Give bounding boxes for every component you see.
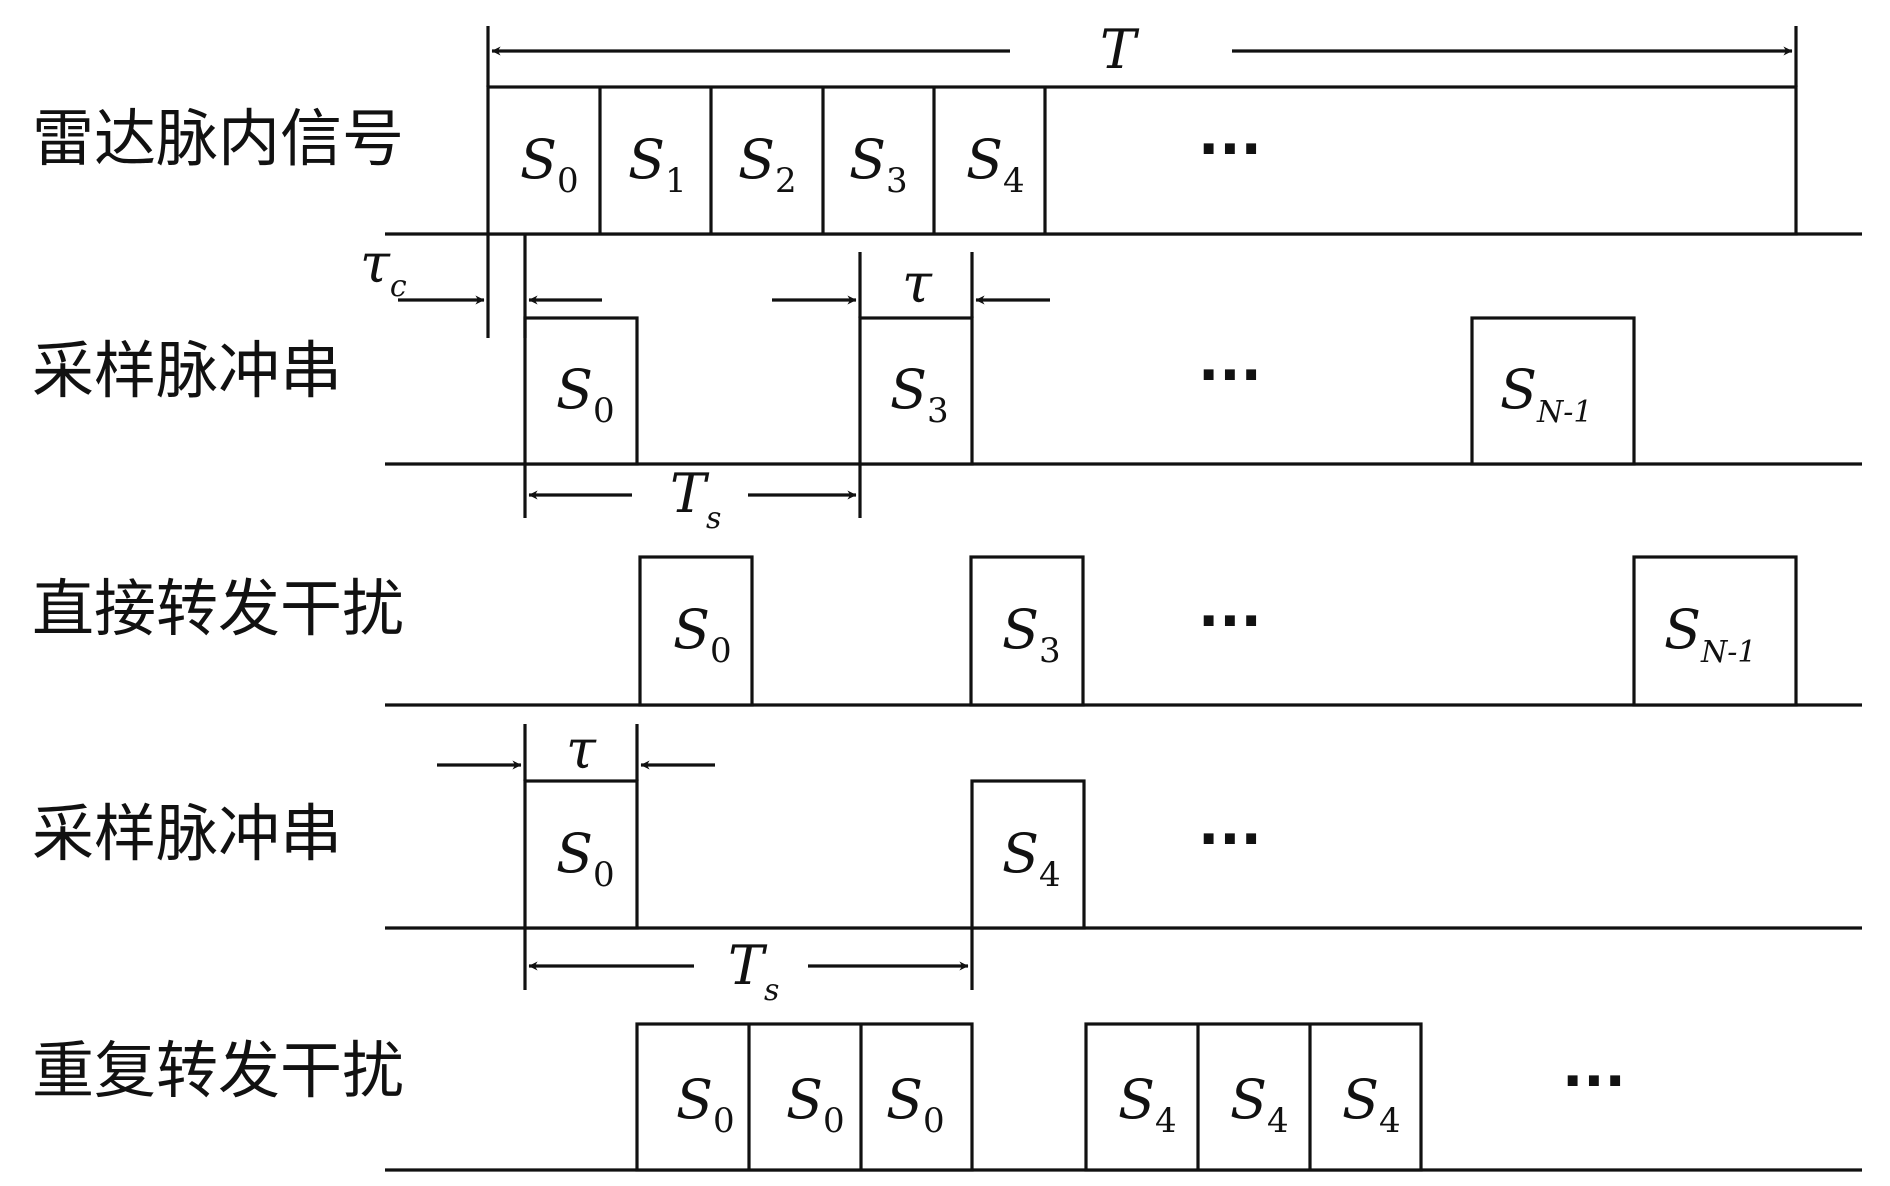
pulse-label-s0: S0 (556, 358, 615, 431)
forward-pulse-s3 (969, 555, 1085, 707)
radar-pulse-envelope (486, 85, 1798, 236)
repeat-label-s4-a: S4 (1118, 1068, 1177, 1141)
row-label-radar-signal: 雷达脉内信号 (32, 102, 404, 175)
forward-label-s0: S0 (673, 598, 732, 671)
repeat-forward-row: S0 S0 S0 S4 S4 S4 ··· (385, 1022, 1862, 1172)
row-label-sampling-pulse-train-2: 采样脉冲串 (32, 797, 342, 870)
repeat-label-s0-c: S0 (886, 1068, 945, 1141)
repeat-block-s4 (1084, 1022, 1423, 1172)
sampling-pulse-row-2: S0 S4 ··· τ Ts (385, 718, 1862, 1008)
sample2-pulse-s0 (523, 779, 639, 930)
ellipsis-row-4: ··· (1198, 807, 1262, 872)
sample2-label-s0: S0 (556, 822, 615, 895)
ts2-label: Ts (728, 934, 779, 1008)
tau-label: τ (902, 252, 933, 315)
ts-label: Ts (670, 462, 721, 536)
forward-label-s3: S3 (1002, 598, 1061, 671)
sample-pulse-s0 (523, 316, 639, 466)
direct-forward-row: S0 S3 SN-1 ··· (385, 555, 1862, 707)
segment-label-s2: S2 (738, 128, 797, 201)
pulse-label-sn-1: SN-1 (1500, 358, 1592, 430)
ellipsis-row-5: ··· (1562, 1049, 1626, 1114)
row-label-direct-forward-jamming: 直接转发干扰 (32, 572, 404, 645)
period-t-label: T (1100, 18, 1140, 81)
segment-label-s4: S4 (966, 128, 1025, 201)
tau-c-label: τc (360, 232, 407, 304)
tau2-label: τ (566, 718, 597, 781)
repeat-label-s4-c: S4 (1342, 1068, 1401, 1141)
forward-label-sn-1: SN-1 (1664, 598, 1756, 670)
sample-pulse-sn-1 (1470, 316, 1636, 466)
forward-pulse-s0 (638, 555, 754, 707)
sample2-pulse-s4 (970, 779, 1086, 930)
repeat-label-s0-b: S0 (786, 1068, 845, 1141)
repeat-label-s4-b: S4 (1230, 1068, 1289, 1141)
sample-pulse-s3 (858, 316, 974, 466)
segment-label-s3: S3 (849, 128, 908, 201)
row-label-repeat-forward-jamming: 重复转发干扰 (32, 1034, 404, 1107)
row-label-sampling-pulse-train-1: 采样脉冲串 (32, 334, 342, 407)
forward-pulse-sn-1 (1632, 555, 1798, 707)
repeat-block-s0 (635, 1022, 974, 1172)
ellipsis-row-2: ··· (1198, 343, 1262, 408)
segment-label-s0: S0 (520, 128, 579, 201)
radar-signal-row: S0 S1 S2 S3 S4 ··· T (385, 18, 1862, 236)
sample2-label-s4: S4 (1002, 822, 1061, 895)
repeat-label-s0-a: S0 (676, 1068, 735, 1141)
ellipsis-row-1: ··· (1198, 117, 1262, 182)
segment-label-s1: S1 (628, 128, 687, 201)
sampling-pulse-row-1: S0 S3 SN-1 ··· τc τ Ts (360, 232, 1862, 536)
ellipsis-row-3: ··· (1198, 589, 1262, 654)
pulse-label-s3: S3 (890, 358, 949, 431)
